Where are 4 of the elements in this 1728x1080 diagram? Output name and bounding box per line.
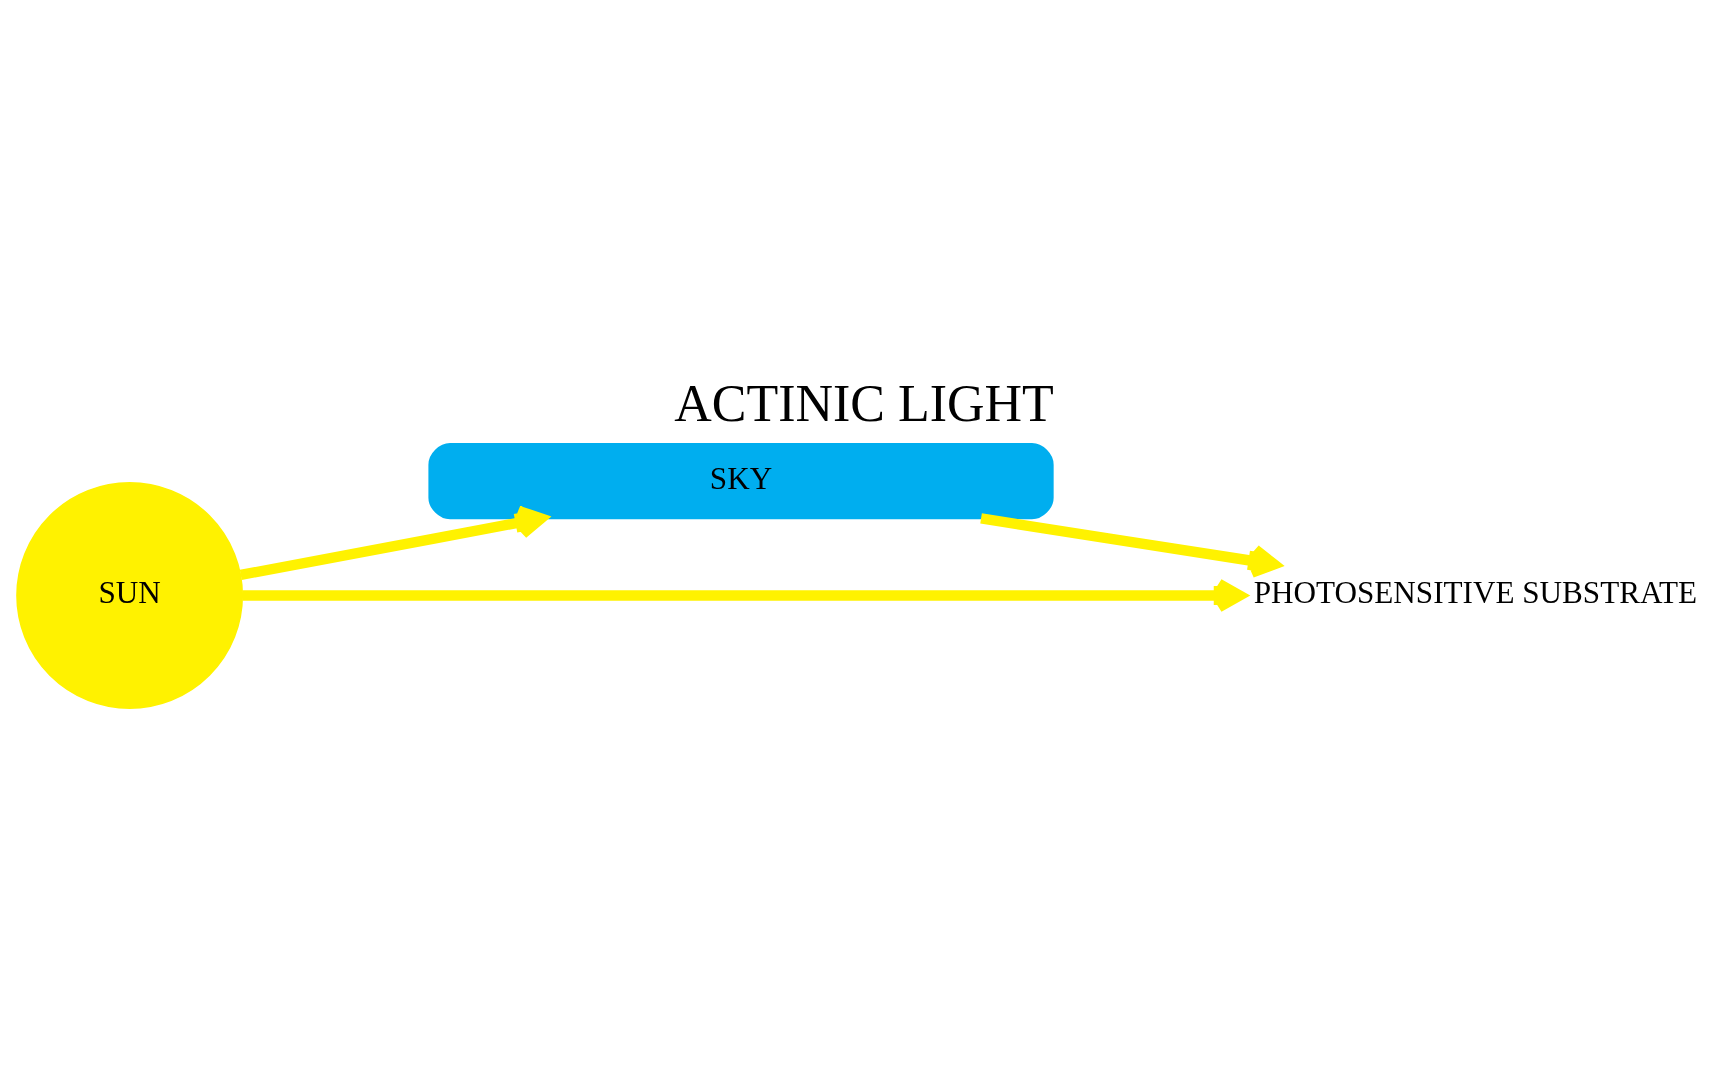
node-text: PHOTOSENSITIVE SUBSTRATE [1253, 574, 1698, 610]
node-box: SKY [428, 442, 1054, 519]
diagram-title: ACTINIC LIGHT [674, 374, 1054, 432]
node-circle: SUN [16, 481, 244, 709]
